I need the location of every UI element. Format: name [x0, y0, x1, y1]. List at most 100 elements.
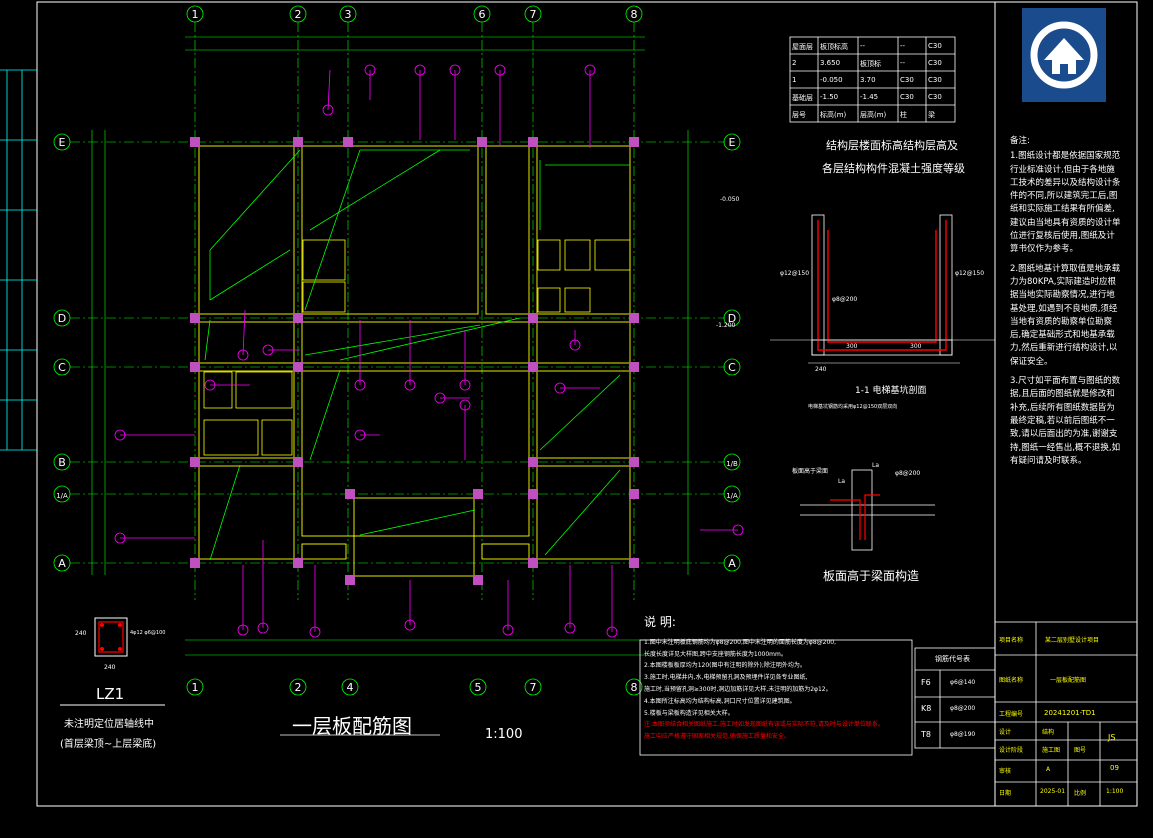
column-21 — [629, 558, 639, 568]
tag-circle-26 — [434, 392, 446, 404]
notes-right-p2: 2.图纸地基计算取值是地承载力为80KPA,实际建造时应根据当地实际勘察情况,进… — [1010, 263, 1121, 367]
lz1-note-1: 未注明定位居轴线中 — [64, 719, 154, 730]
section-label-dim2: 240 — [815, 366, 827, 373]
tag-circle-20 — [404, 619, 416, 631]
wall-bay-7 — [198, 370, 295, 459]
tb-date-label: 日期 — [999, 790, 1012, 797]
level-cell-0-3: -- — [900, 42, 906, 50]
notes-bottom-line-4: 施工时,当预留孔洞≥300时,洞边加筋详见大样,未注明的加筋为2φ12。 — [644, 685, 832, 693]
room-9 — [203, 419, 259, 456]
section-1-1 — [770, 214, 995, 364]
slab-rebar — [204, 149, 630, 561]
rebar-0 — [209, 149, 301, 251]
level-cell-0-4: C30 — [928, 42, 942, 50]
drawing-scale: 1:100 — [485, 727, 523, 742]
tag-circle-8 — [354, 379, 366, 391]
axis-top-0-label: 1 — [192, 8, 199, 21]
section-label-dim1: 300 — [846, 343, 858, 350]
axis-bottom-5-label: 8 — [631, 681, 638, 694]
column-4 — [528, 137, 538, 147]
column-12 — [528, 362, 538, 372]
level-table — [789, 36, 956, 123]
axis-bottom-0-circle — [186, 678, 204, 696]
room-6 — [564, 287, 591, 313]
axis-right-5-circle — [723, 554, 741, 572]
column-14 — [190, 457, 200, 467]
axis-right-4-label: 1/A — [726, 492, 738, 500]
tag-circle-3 — [449, 64, 461, 76]
room-2 — [537, 239, 561, 271]
wall-bay-4 — [198, 321, 295, 364]
axis-right-3-circle — [723, 453, 741, 471]
column-17 — [629, 457, 639, 467]
tag-circle-23 — [606, 626, 618, 638]
axis-left-3-circle — [53, 453, 71, 471]
section-title: 1-1 电梯基坑剖面 — [855, 386, 927, 396]
lz1-detail — [60, 617, 165, 706]
beam-walls — [198, 145, 631, 577]
tag-circle-16 — [204, 379, 216, 391]
tag-circle-12 — [569, 339, 581, 351]
level-cell-1-0: 2 — [792, 59, 797, 67]
column-15 — [293, 457, 303, 467]
lz1-dim-h: 240 — [104, 664, 116, 671]
axis-bottom-3-label: 5 — [475, 681, 482, 694]
rebar-7 — [339, 317, 521, 361]
column-9 — [629, 313, 639, 323]
column-19 — [293, 558, 303, 568]
wall-bay-11 — [536, 465, 631, 560]
tag-circle-19 — [309, 626, 321, 638]
level-cell-3-1: -1.50 — [820, 93, 839, 101]
axis-left-2-circle — [53, 358, 71, 376]
axis-top-3-circle — [473, 5, 491, 23]
rebar-legend-r2c1: φ8@190 — [950, 731, 976, 738]
axis-right-2-label: C — [728, 361, 736, 374]
axis-bottom-1-label: 2 — [295, 681, 302, 694]
room-3 — [564, 239, 591, 271]
axis-left-5-label: A — [58, 557, 66, 570]
column-11 — [293, 362, 303, 372]
room-1 — [302, 281, 346, 313]
rebar-legend-r0c1: φ6@140 — [950, 679, 976, 686]
axis-bottom-4-circle — [524, 678, 542, 696]
rebar-8 — [309, 369, 341, 461]
axis-bottom-3-circle — [469, 678, 487, 696]
rebar-14 — [204, 319, 211, 361]
level-cell-2-4: C30 — [928, 76, 942, 84]
level-cell-0-1: 板顶标高 — [820, 43, 848, 51]
section-label-pit: -1.200 — [716, 322, 736, 329]
axis-left-0-circle — [53, 133, 71, 151]
title-block — [994, 621, 1138, 807]
axis-top-0-circle — [186, 5, 204, 23]
tag-circle-25 — [554, 382, 566, 394]
notes-box — [280, 639, 913, 756]
notes-bottom-line-5: 4.本图所注标高均为结构标高,洞口尺寸位置详见建筑图。 — [644, 697, 796, 705]
tag-circle-4 — [494, 64, 506, 76]
axis-top-2-circle — [339, 5, 357, 23]
notes-bottom-line-3: 3.施工时,电梯井内,水,电梯预留孔洞及预埋件详见各专业图纸, — [644, 674, 808, 682]
level-cell-3-3: C30 — [900, 93, 914, 101]
tag-circle-0 — [322, 104, 334, 116]
tag-circle-11 — [459, 399, 471, 411]
rebar-10 — [209, 464, 241, 561]
rebar-12 — [359, 509, 476, 536]
rebar-11 — [544, 469, 621, 556]
axis-right-0-label: E — [729, 136, 736, 149]
section-label-top: -0.050 — [720, 196, 740, 203]
axis-top-4-circle — [524, 5, 542, 23]
axis-left-3-label: B — [58, 456, 66, 469]
tag-circle-10 — [459, 379, 471, 391]
tb-ratio-label: 比例 — [1074, 790, 1087, 797]
axis-bottom-2-label: 4 — [347, 681, 354, 694]
company-logo — [1022, 8, 1106, 102]
wall-bay-2 — [485, 145, 530, 315]
level-cell-3-0: 基础层 — [792, 94, 813, 102]
axis-bottom-0-label: 1 — [192, 681, 199, 694]
level-cell-0-0: 屋面层 — [792, 43, 813, 51]
axis-top-4-label: 7 — [530, 8, 537, 21]
column-7 — [293, 313, 303, 323]
section-label-dim3: 300 — [910, 343, 922, 350]
tag-circle-14 — [114, 532, 126, 544]
axis-top-5-label: 8 — [631, 8, 638, 21]
